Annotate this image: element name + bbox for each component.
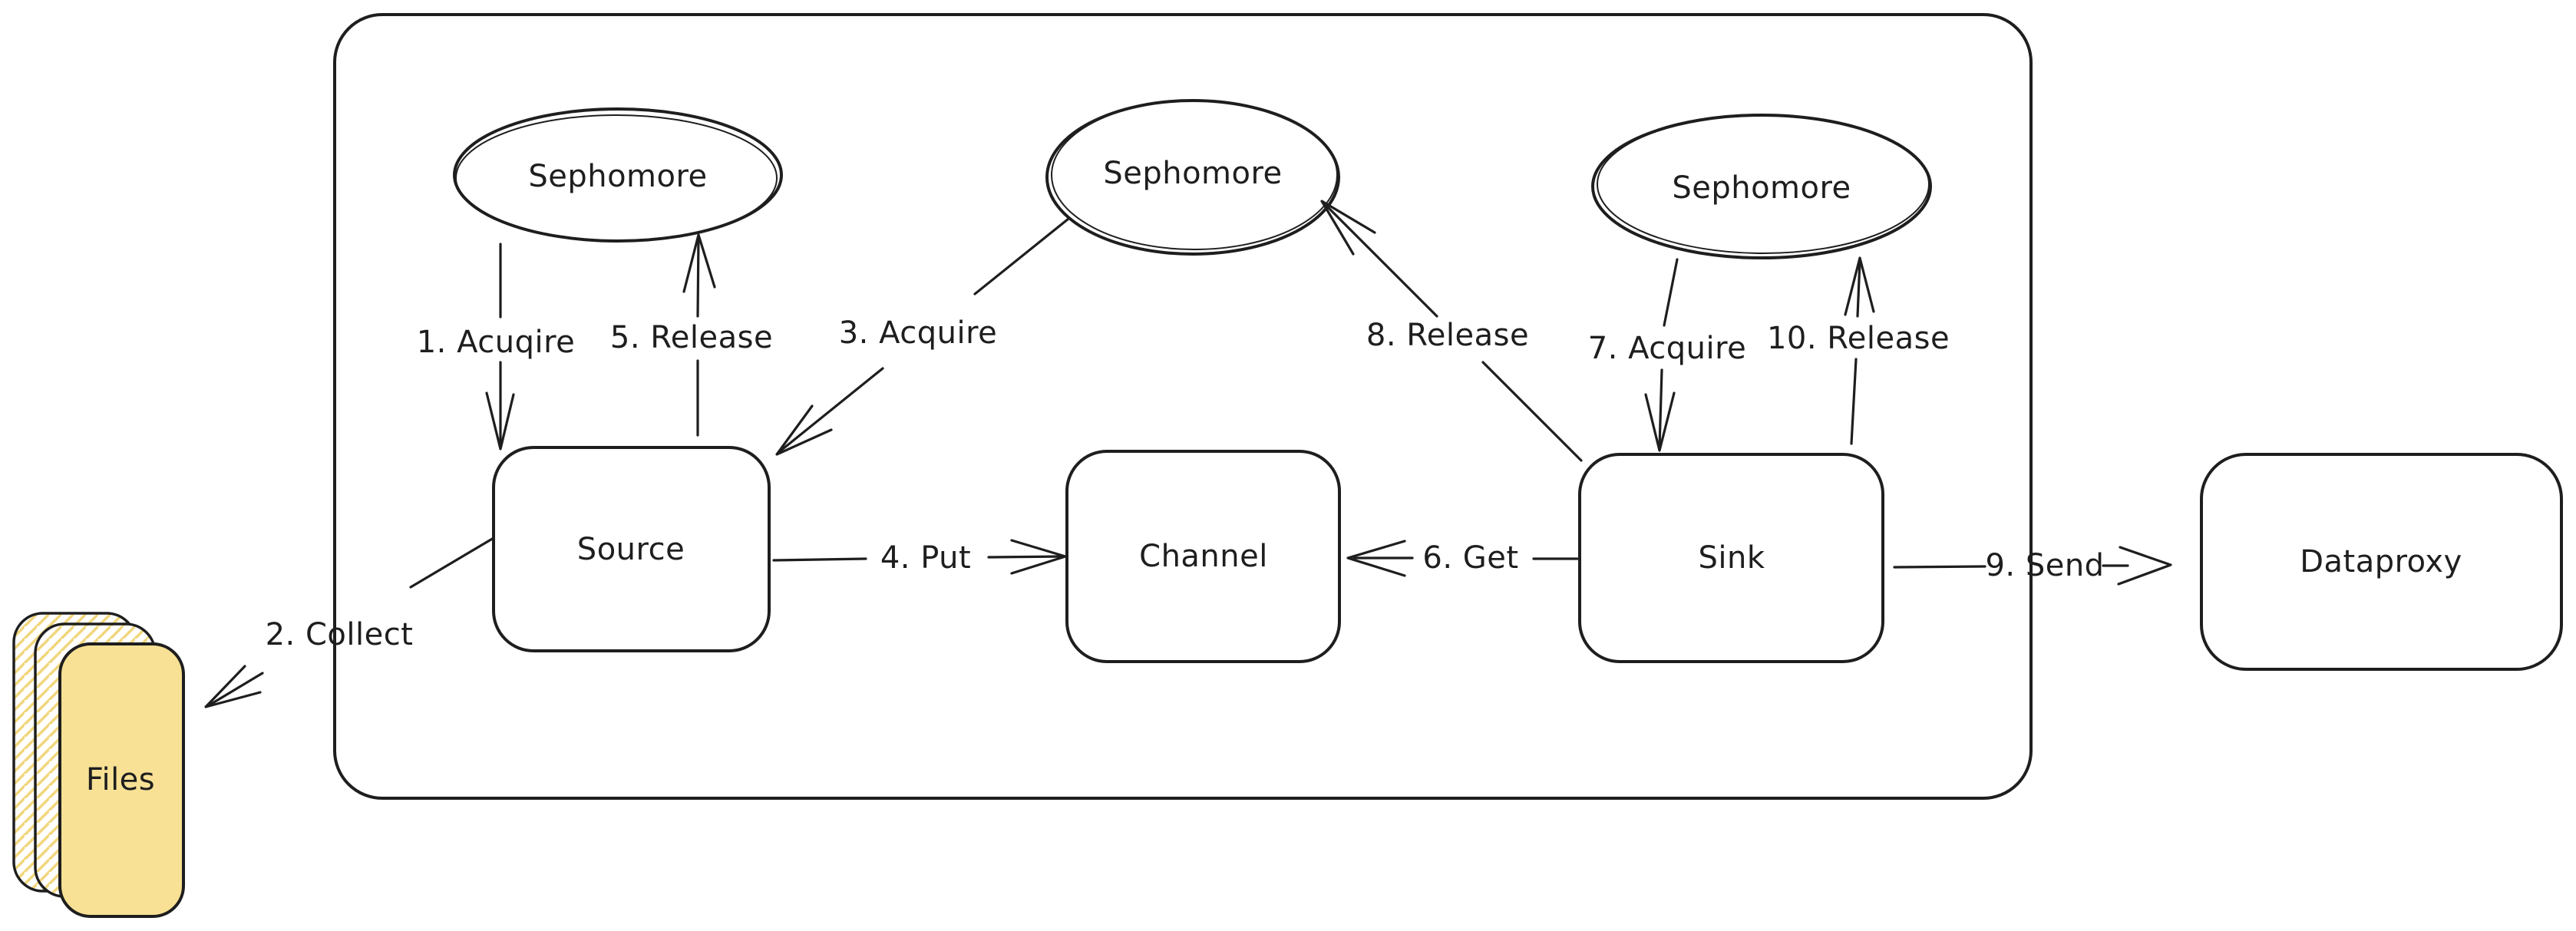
node-source[interactable]: Source <box>492 446 771 652</box>
arrowhead-left-icon <box>204 665 262 708</box>
edge-label: 8. Release <box>1366 318 1529 353</box>
edge-8-release[interactable]: 8. Release <box>1320 200 1583 462</box>
edge-6-get[interactable]: 6. Get <box>1346 540 1579 577</box>
arrowhead-up-icon <box>1844 256 1875 316</box>
edge-2-collect[interactable]: 2. Collect <box>204 536 495 708</box>
edge-line <box>1352 556 1579 560</box>
source-box <box>492 446 771 652</box>
node-label: Channel <box>1139 539 1268 574</box>
node-files[interactable]: Files <box>12 612 185 918</box>
edge-line <box>207 536 495 707</box>
edge-7-acquire[interactable]: 7. Acquire <box>1588 258 1747 452</box>
edge-4-put[interactable]: 4. Put <box>772 539 1067 576</box>
channel-box <box>1065 450 1341 663</box>
arrowhead-down-icon <box>485 391 515 451</box>
edge-line <box>772 555 1064 562</box>
edge-5-release[interactable]: 5. Release <box>610 233 773 437</box>
edge-line <box>1323 203 1583 462</box>
arrowhead-left-icon <box>1346 540 1406 577</box>
edge-label: 10. Release <box>1767 321 1950 356</box>
edge-9-send[interactable]: 9. Send <box>1893 546 2172 586</box>
node-label: Sephomore <box>1103 156 1282 191</box>
edge-10-release[interactable]: 10. Release <box>1767 256 1950 445</box>
node-label: Files <box>86 762 155 797</box>
edge-line <box>778 217 1070 453</box>
node-label: Sephomore <box>528 159 707 194</box>
arrowhead-right-icon <box>2117 546 2172 586</box>
edge-label: 2. Collect <box>266 617 414 652</box>
edge-label: 4. Put <box>880 540 971 576</box>
node-label: Sephomore <box>1672 170 1851 206</box>
node-label: Source <box>577 532 685 567</box>
node-semaphore-right[interactable]: Sephomore <box>1591 114 1932 259</box>
node-label: Sink <box>1698 540 1765 576</box>
edge-label: 9. Send <box>1985 548 2104 583</box>
semaphore-ellipse-sketch <box>455 114 778 242</box>
dataproxy-box <box>2200 453 2563 671</box>
arrowhead-down-left-icon <box>775 404 833 456</box>
edge-3-acquire[interactable]: 3. Acquire <box>775 217 1070 456</box>
edge-label: 1. Acuqire <box>417 325 576 360</box>
files-card-front <box>58 642 185 918</box>
edge-label: 5. Release <box>610 320 773 355</box>
semaphore-ellipse-sketch <box>1597 114 1930 254</box>
edge-line <box>1893 564 2129 569</box>
node-dataproxy[interactable]: Dataproxy <box>2200 453 2563 671</box>
edge-line <box>1850 259 1861 445</box>
arrowhead-up-icon <box>682 233 716 293</box>
edge-label: 3. Acquire <box>839 315 998 351</box>
node-semaphore-left[interactable]: Sephomore <box>453 107 783 243</box>
sink-box <box>1578 453 1884 663</box>
edge-label: 6. Get <box>1422 540 1518 576</box>
arrowhead-right-icon <box>1010 539 1067 575</box>
arrowhead-down-icon <box>1644 391 1676 452</box>
edge-line <box>1658 258 1679 449</box>
edge-label: 7. Acquire <box>1588 331 1747 366</box>
node-semaphore-middle[interactable]: Sephomore <box>1045 99 1340 256</box>
node-sink[interactable]: Sink <box>1578 453 1884 663</box>
semaphore-ellipse-sketch <box>1051 100 1338 250</box>
edge-1-acquire[interactable]: 1. Acuqire <box>417 243 576 451</box>
node-channel[interactable]: Channel <box>1065 450 1341 663</box>
node-label: Dataproxy <box>2300 544 2462 579</box>
arrowhead-up-left-icon <box>1320 200 1376 256</box>
